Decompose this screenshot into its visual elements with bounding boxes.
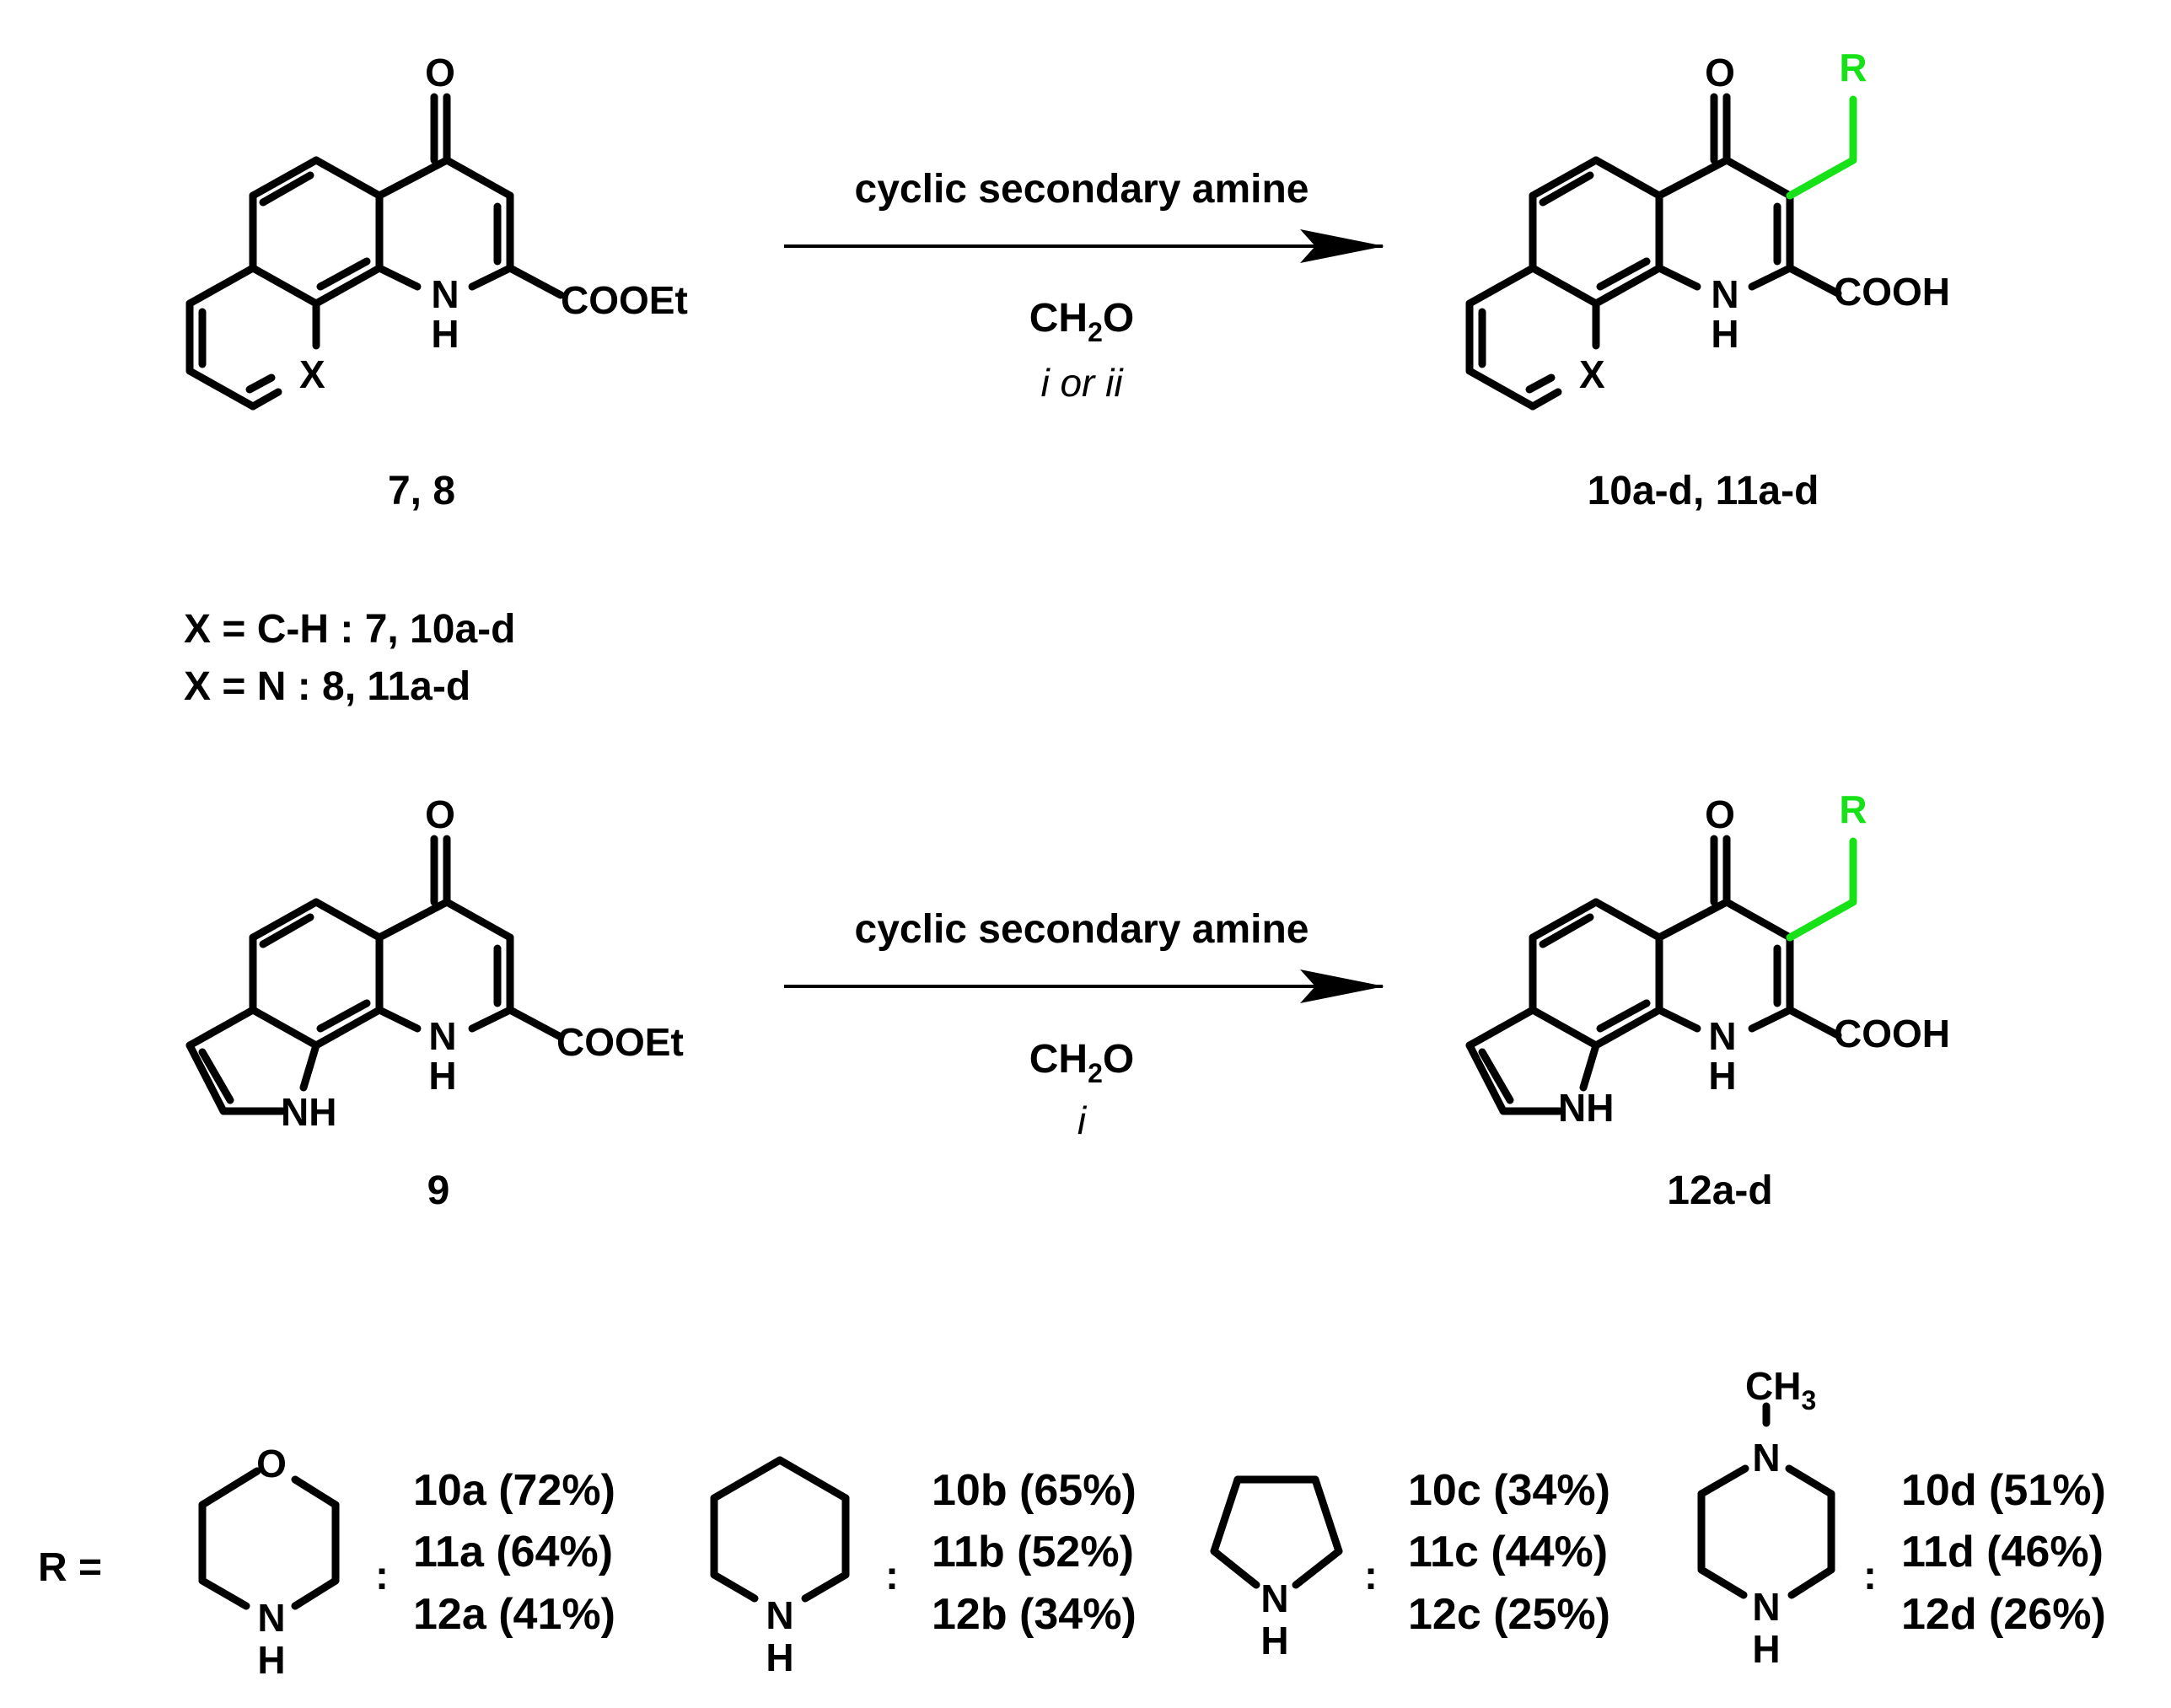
yield-12b: 12b (34%) <box>932 1590 1137 1639</box>
methyl-group: CH3 <box>1745 1364 1816 1415</box>
ester-group: COOEt <box>556 1020 684 1064</box>
atom-nitrogen: N <box>1752 1585 1780 1629</box>
colon: : <box>375 1554 389 1598</box>
yield-10b: 10b (65%) <box>932 1466 1137 1515</box>
atom-nitrogen-methyl: N <box>1752 1436 1780 1480</box>
piperidine-structure <box>710 1456 850 1603</box>
morpholine-structure <box>198 1467 340 1610</box>
reagent-formaldehyde-1: CH2O <box>1029 296 1134 347</box>
piperazine-structure <box>1697 1402 1835 1599</box>
product-12 <box>1465 835 1842 1115</box>
atom-nitrogen: N <box>257 1596 285 1640</box>
condition-2: i <box>1077 1098 1088 1142</box>
substituent-bond-1 <box>1786 95 1857 200</box>
atom-oxygen: O <box>1705 51 1735 94</box>
atom-nitrogen: N <box>428 1014 456 1058</box>
atom-oxygen: O <box>256 1442 287 1485</box>
condition-1: i or ii <box>1040 361 1124 405</box>
atom-x: X <box>299 352 325 396</box>
definition-x-n: X = N : 8, 11a-d <box>184 664 470 709</box>
pyrrole-nh: NH <box>281 1090 336 1134</box>
colon: : <box>1863 1554 1877 1598</box>
yield-11c: 11c (44%) <box>1408 1528 1608 1576</box>
yield-12a: 12a (41%) <box>413 1590 615 1639</box>
atom-oxygen: O <box>425 792 455 836</box>
yield-11b: 11b (52%) <box>932 1528 1134 1576</box>
atom-x: X <box>1579 352 1605 396</box>
ester-group: COOEt <box>561 278 688 322</box>
reagent-formaldehyde-2: CH2O <box>1029 1037 1134 1088</box>
atom-hydrogen: H <box>766 1635 793 1679</box>
atom-oxygen: O <box>1705 792 1735 836</box>
reagent-amine-2: cyclic secondary amine <box>855 907 1309 952</box>
atom-oxygen: O <box>425 51 455 94</box>
atom-r: R <box>1839 787 1867 831</box>
yield-12d: 12d (26%) <box>1901 1590 2106 1639</box>
yield-10a: 10a (72%) <box>413 1466 615 1515</box>
atom-nitrogen: N <box>1711 272 1738 316</box>
yield-11d: 11d (46%) <box>1901 1528 2104 1576</box>
atom-hydrogen: H <box>431 312 459 356</box>
colon: : <box>1364 1554 1378 1598</box>
atom-nitrogen: N <box>1260 1576 1288 1620</box>
compound-label-9: 9 <box>427 1168 450 1213</box>
yield-10c: 10c (34%) <box>1408 1466 1610 1515</box>
atom-nitrogen: N <box>1708 1014 1736 1058</box>
atom-hydrogen: H <box>428 1054 456 1098</box>
r-equals: R = <box>38 1545 102 1590</box>
atom-hydrogen: H <box>1752 1627 1780 1671</box>
yield-12c: 12c (25%) <box>1408 1590 1610 1639</box>
atom-nitrogen: N <box>766 1593 793 1637</box>
atom-hydrogen: H <box>257 1638 285 1682</box>
pyrrolidine-structure <box>1210 1475 1343 1589</box>
yield-10d: 10d (51%) <box>1901 1466 2106 1515</box>
product-10-11 <box>1465 93 1842 411</box>
acid-group: COOH <box>1834 270 1950 314</box>
reagent-amine-1: cyclic secondary amine <box>855 167 1309 212</box>
atom-hydrogen: H <box>1711 312 1738 356</box>
atom-r: R <box>1839 46 1867 89</box>
colon: : <box>885 1554 899 1598</box>
substituent-bond-2 <box>1786 837 1857 942</box>
compound-label-12: 12a-d <box>1667 1168 1772 1213</box>
acid-group: COOH <box>1834 1012 1950 1055</box>
atom-hydrogen: H <box>1708 1054 1736 1098</box>
yield-11a: 11a (64%) <box>413 1528 613 1576</box>
reactant-9 <box>185 835 565 1115</box>
compound-label-7-8: 7, 8 <box>388 469 455 513</box>
reactant-7-8 <box>185 93 565 411</box>
definition-x-ch: X = C-H : 7, 10a-d <box>184 607 515 652</box>
atom-hydrogen: H <box>1260 1619 1288 1662</box>
compound-label-10-11: 10a-d, 11a-d <box>1588 469 1819 513</box>
pyrrole-nh: NH <box>1558 1086 1614 1130</box>
atom-nitrogen: N <box>431 272 459 316</box>
